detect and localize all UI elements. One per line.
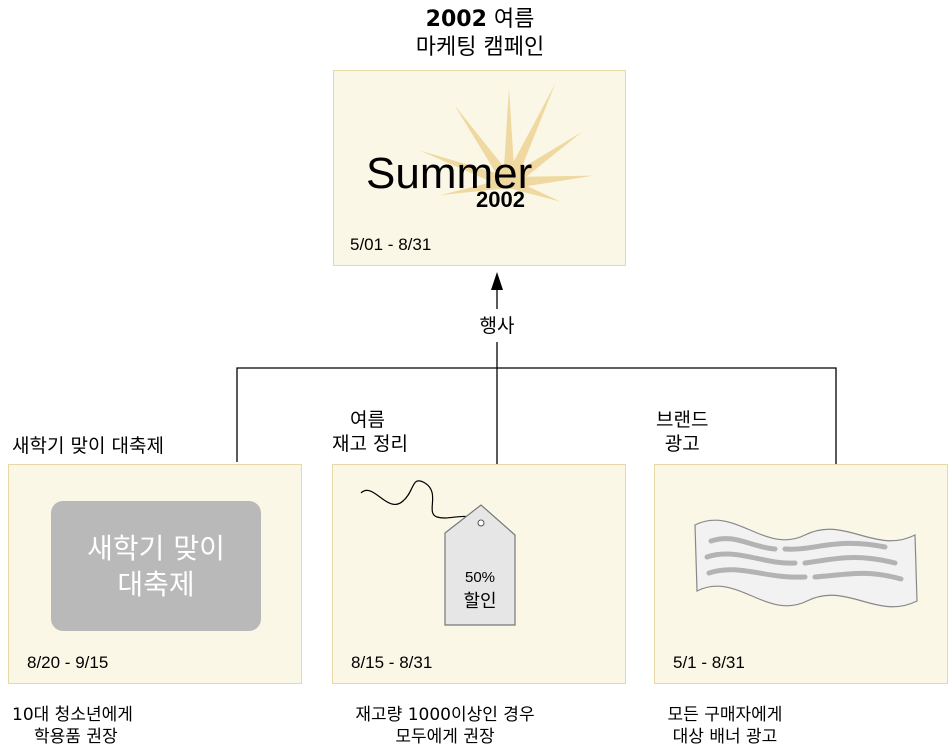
banner-line1: 새학기 맞이 (87, 532, 225, 565)
card-brand-ad: 5/1 - 8/31 (654, 464, 948, 684)
note-back-to-school: 10대 청소년에게 학용품 권장 (12, 704, 133, 748)
heading-line2: 광고 (664, 433, 700, 455)
price-tag-icon (360, 480, 516, 626)
note-line2: 대상 배너 광고 (672, 727, 778, 747)
card-heading-summer-clearance: 여름 재고 정리 (332, 408, 408, 456)
campaign-card: Summer 2002 5/01 - 8/31 (333, 70, 626, 266)
note-brand-ad: 모든 구매자에게 대상 배너 광고 (650, 704, 800, 748)
note-line2: 모두에게 권장 (395, 727, 495, 747)
title-season: 여름 (486, 7, 535, 32)
note-line2: 학용품 권장 (34, 727, 118, 747)
connector-label: 행사 (479, 315, 515, 337)
wavy-banner-icon (694, 519, 918, 608)
tag-percent: 50% (464, 569, 496, 586)
title-subtitle: 마케팅 캠페인 (415, 35, 545, 60)
note-line1: 모든 구매자에게 (667, 705, 783, 725)
title-year: 2002 (425, 7, 487, 32)
summer-year: 2002 (476, 187, 525, 212)
heading-line1: 브랜드 (656, 409, 709, 431)
card-summer-clearance: 50% 할인 8/15 - 8/31 (332, 464, 626, 684)
card-date: 8/15 - 8/31 (351, 653, 433, 672)
campaign-date: 5/01 - 8/31 (350, 235, 432, 254)
arrow-up-icon (491, 272, 503, 290)
card-date: 5/1 - 8/31 (673, 653, 745, 672)
note-summer-clearance: 재고량 1000이상인 경우 모두에게 권장 (330, 704, 560, 748)
card-heading-back-to-school: 새학기 맞이 대축제 (12, 435, 164, 457)
card-date: 8/20 - 9/15 (27, 653, 109, 672)
summer-word: Summer (366, 149, 533, 198)
card-heading-brand-ad: 브랜드 광고 (656, 408, 708, 456)
note-line1: 재고량 1000이상인 경우 (355, 705, 535, 725)
note-line1: 10대 청소년에게 (12, 705, 133, 725)
tag-label: 할인 (463, 591, 497, 612)
sunburst-icon (419, 83, 594, 202)
banner-badge: 새학기 맞이 대축제 (51, 501, 261, 631)
heading-line2: 재고 정리 (332, 433, 408, 455)
banner-line2: 대축제 (117, 568, 195, 601)
card-back-to-school: 새학기 맞이 대축제 8/20 - 9/15 (8, 464, 302, 684)
diagram-title: 2002 여름 마케팅 캠페인 (330, 6, 630, 62)
heading-line1: 여름 (350, 409, 385, 431)
